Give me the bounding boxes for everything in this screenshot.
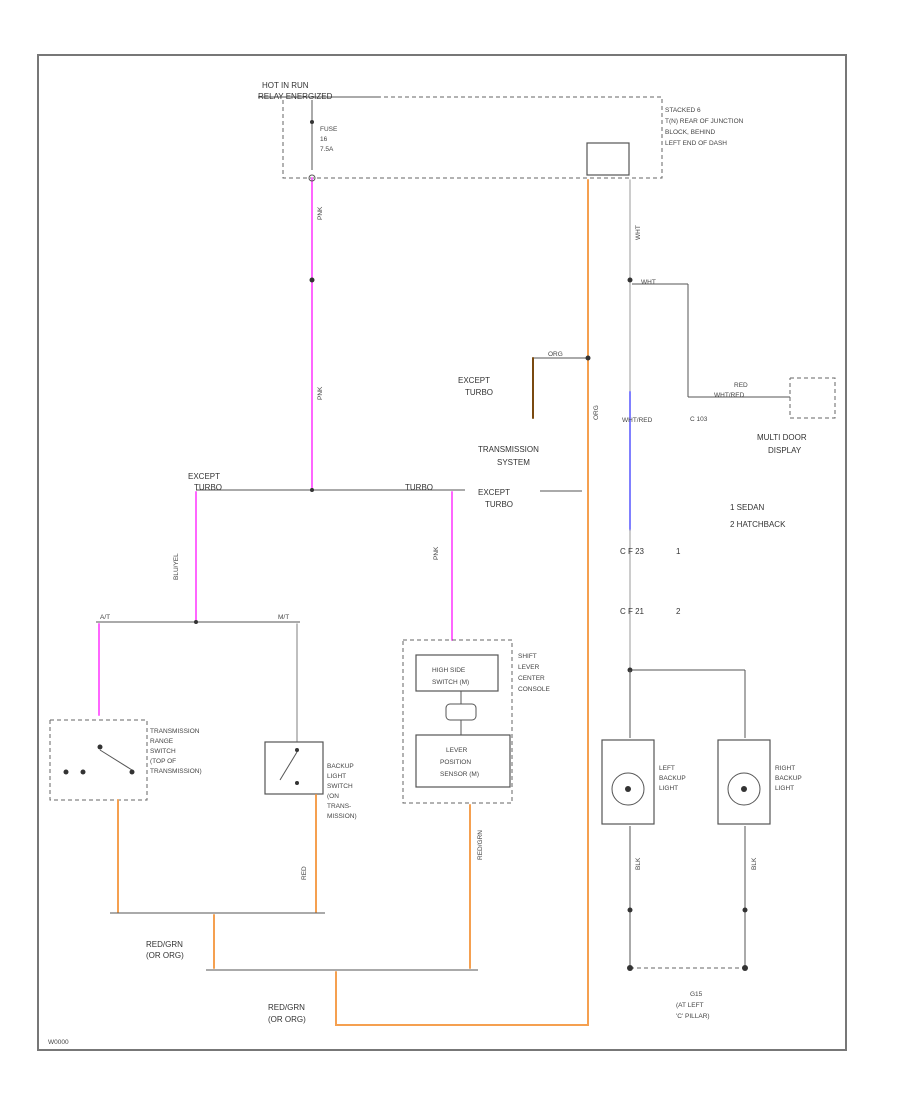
cf21-variant: 2 bbox=[676, 607, 681, 616]
block-location-l1: STACKED 6 bbox=[665, 107, 701, 114]
fuse-amperage: 7.5A bbox=[320, 146, 334, 153]
figure-id: W0000 bbox=[48, 1039, 69, 1046]
turbo-split-bus: EXCEPT TURBO TURBO bbox=[188, 472, 465, 492]
turbo-label-right: TURBO bbox=[405, 483, 433, 492]
diagram-frame bbox=[37, 54, 847, 1051]
wire-label-blu-yel: BLU/YEL bbox=[173, 553, 180, 580]
turbo-label-right-2: TURBO bbox=[485, 500, 513, 509]
shift-lever-console: HIGH SIDE SWITCH (M) LEVER POSITION SENS… bbox=[402, 639, 550, 804]
backup-switch-l6: MISSION) bbox=[327, 813, 357, 820]
backup-switch-l5: TRANS- bbox=[327, 803, 351, 810]
transmission-system-branch: ORG EXCEPT TURBO TRANSMISSION SYSTEM EXC… bbox=[458, 351, 600, 509]
or-org-label-1: (OR ORG) bbox=[146, 951, 184, 960]
multi-door-display-branch: RED WHT/RED C 103 MULTI DOOR DISPLAY bbox=[632, 283, 836, 455]
right-backup-l1: RIGHT bbox=[775, 765, 795, 772]
pink-feed-wire: PNK PNK bbox=[308, 174, 324, 489]
shift-lever-l2: LEVER bbox=[518, 664, 540, 671]
left-backup-l3: LIGHT bbox=[659, 785, 678, 792]
transmission-system-l1: TRANSMISSION bbox=[478, 445, 539, 454]
cf23-variant: 1 bbox=[676, 547, 681, 556]
block-location-l2: T(N) REAR OF JUNCTION bbox=[665, 118, 744, 125]
except-label-mid: EXCEPT bbox=[458, 376, 490, 385]
power-distribution-box: HOT IN RUN RELAY ENERGIZED FUSE 16 7.5A … bbox=[258, 81, 744, 179]
wire-label-wht-2: WHT bbox=[635, 225, 642, 240]
left-backup-l2: BACKUP bbox=[659, 775, 686, 782]
wire-label-org-2: ORG bbox=[593, 405, 600, 420]
legend-hatchback: 2 HATCHBACK bbox=[730, 520, 786, 529]
backup-switch-l2: LIGHT bbox=[327, 773, 346, 780]
trans-range-l4: (TOP OF bbox=[150, 758, 176, 765]
legend: 1 SEDAN 2 HATCHBACK bbox=[730, 503, 786, 529]
wire-label-org-1: ORG bbox=[548, 351, 563, 358]
left-branch-wire: BLU/YEL A/T M/T bbox=[96, 491, 300, 746]
right-backup-l2: BACKUP bbox=[775, 775, 802, 782]
transmission-system-l2: SYSTEM bbox=[497, 458, 530, 467]
shift-lever-l4: CONSOLE bbox=[518, 686, 550, 693]
wire-label-wht-1: WHT bbox=[641, 279, 656, 286]
except-label-right: EXCEPT bbox=[478, 488, 510, 497]
trans-range-l1: TRANSMISSION bbox=[150, 728, 200, 735]
fuse-label: FUSE bbox=[320, 126, 338, 133]
shift-lever-l1: SHIFT bbox=[518, 653, 537, 660]
wire-label-red-grn: RED/GRN bbox=[477, 830, 484, 860]
right-backup-l3: LIGHT bbox=[775, 785, 794, 792]
high-side-l1: HIGH SIDE bbox=[432, 667, 466, 674]
wire-label-blk-1: BLK bbox=[635, 857, 642, 870]
wire-label-pnk-2: PNK bbox=[317, 386, 324, 400]
wire-label-pnk-1: PNK bbox=[317, 206, 324, 220]
cf23-label: C F 23 bbox=[620, 547, 645, 556]
wire-label-blk-2: BLK bbox=[751, 857, 758, 870]
cf21-label: C F 21 bbox=[620, 607, 645, 616]
c103-label: C 103 bbox=[690, 416, 708, 423]
wht-red-label-2: WHT/RED bbox=[714, 392, 745, 399]
transmission-range-switch: TRANSMISSION RANGE SWITCH (TOP OF TRANSM… bbox=[49, 719, 202, 801]
trans-range-l2: RANGE bbox=[150, 738, 174, 745]
backup-switch-l3: SWITCH bbox=[327, 783, 353, 790]
right-backup-light: RIGHT BACKUP LIGHT BLK bbox=[717, 670, 802, 968]
lever-pos-l1: LEVER bbox=[446, 747, 468, 754]
multi-display-l2: DISPLAY bbox=[768, 446, 802, 455]
ground-l1: G15 bbox=[690, 991, 703, 998]
or-org-label-2: (OR ORG) bbox=[268, 1015, 306, 1024]
backup-light-switch: BACKUP LIGHT SWITCH (ON TRANS- MISSION) bbox=[264, 741, 357, 820]
legend-sedan: 1 SEDAN bbox=[730, 503, 764, 512]
wire-label-red: RED bbox=[301, 866, 308, 880]
hot-in-run-label: HOT IN RUN bbox=[262, 81, 309, 90]
turbo-label-mid: TURBO bbox=[465, 388, 493, 397]
ground-g15: G15 (AT LEFT 'C' PILLAR) bbox=[627, 965, 748, 1020]
lever-return-wire: RED/GRN RED/GRN (OR ORG) bbox=[206, 179, 589, 1026]
except-label-left: EXCEPT bbox=[188, 472, 220, 481]
block-location-l4: LEFT END OF DASH bbox=[665, 140, 727, 147]
red-grn-label-1: RED/GRN bbox=[146, 940, 183, 949]
fuse-number: 16 bbox=[320, 136, 328, 143]
relay-energized-label: RELAY ENERGIZED bbox=[258, 92, 333, 101]
multi-display-l1: MULTI DOOR bbox=[757, 433, 807, 442]
backup-light-feed: WHT WHT WHT/RED C F 23 1 C F 21 2 bbox=[620, 179, 745, 673]
trans-range-l5: TRANSMISSION) bbox=[150, 768, 202, 775]
ground-l3: 'C' PILLAR) bbox=[676, 1013, 710, 1020]
high-side-l2: SWITCH (M) bbox=[432, 679, 469, 686]
orange-return-wires: RED RED/GRN (OR ORG) bbox=[110, 794, 325, 969]
turbo-branch-wire: PNK bbox=[433, 491, 453, 641]
wire-label-pnk-3: PNK bbox=[433, 546, 440, 560]
shift-lever-l3: CENTER bbox=[518, 675, 545, 682]
left-backup-l1: LEFT bbox=[659, 765, 675, 772]
at-label: A/T bbox=[100, 614, 110, 621]
lever-pos-l3: SENSOR (M) bbox=[440, 771, 479, 778]
red-label: RED bbox=[734, 382, 748, 389]
block-location-l3: BLOCK, BEHIND bbox=[665, 129, 716, 136]
left-backup-light: LEFT BACKUP LIGHT BLK bbox=[601, 670, 686, 968]
red-grn-label-2: RED/GRN bbox=[268, 1003, 305, 1012]
ground-l2: (AT LEFT bbox=[676, 1002, 704, 1009]
wht-red-label: WHT/RED bbox=[622, 417, 653, 424]
mt-label: M/T bbox=[278, 614, 289, 621]
turbo-label-left: TURBO bbox=[194, 483, 222, 492]
trans-range-l3: SWITCH bbox=[150, 748, 176, 755]
backup-switch-l1: BACKUP bbox=[327, 763, 354, 770]
backup-switch-l4: (ON bbox=[327, 793, 339, 800]
lever-pos-l2: POSITION bbox=[440, 759, 471, 766]
